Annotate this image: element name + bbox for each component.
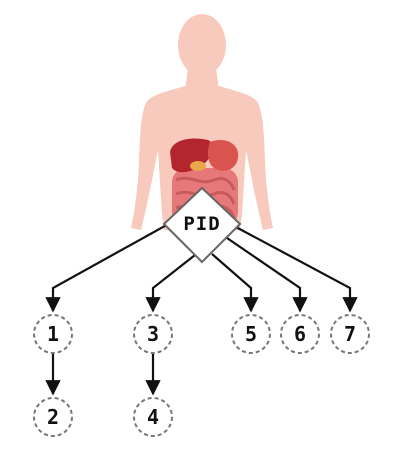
node-1-circle	[33, 314, 73, 354]
edges	[45, 221, 358, 396]
node-2: 2	[33, 397, 73, 437]
node-1-label: 1	[47, 322, 59, 346]
node-6: 6	[280, 314, 320, 354]
edge-pid-to-5	[211, 253, 259, 313]
node-7-label: 7	[344, 322, 356, 346]
edge-pid-to-3	[145, 254, 196, 313]
node-3-label: 3	[147, 322, 159, 346]
node-4-label: 4	[147, 405, 159, 429]
edge-pid-to-6	[226, 237, 308, 313]
node-3: 3	[133, 314, 173, 354]
node-6-label: 6	[294, 322, 306, 346]
node-5-circle	[231, 314, 271, 354]
node-pid: PID	[162, 186, 242, 264]
node-5-label: 5	[245, 322, 257, 346]
node-4-circle	[133, 397, 173, 437]
node-3-circle	[133, 314, 173, 354]
node-2-circle	[33, 397, 73, 437]
node-1: 1	[33, 314, 73, 354]
node-2-label: 2	[47, 405, 59, 429]
node-5: 5	[231, 314, 271, 354]
edge-pid-to-7	[233, 225, 358, 313]
node-7: 7	[330, 314, 370, 354]
pid-label: PID	[183, 213, 220, 235]
edge-pid-to-1	[45, 221, 173, 313]
node-7-circle	[330, 314, 370, 354]
node-4: 4	[133, 397, 173, 437]
node-6-circle	[280, 314, 320, 354]
pid-diamond	[162, 186, 242, 264]
